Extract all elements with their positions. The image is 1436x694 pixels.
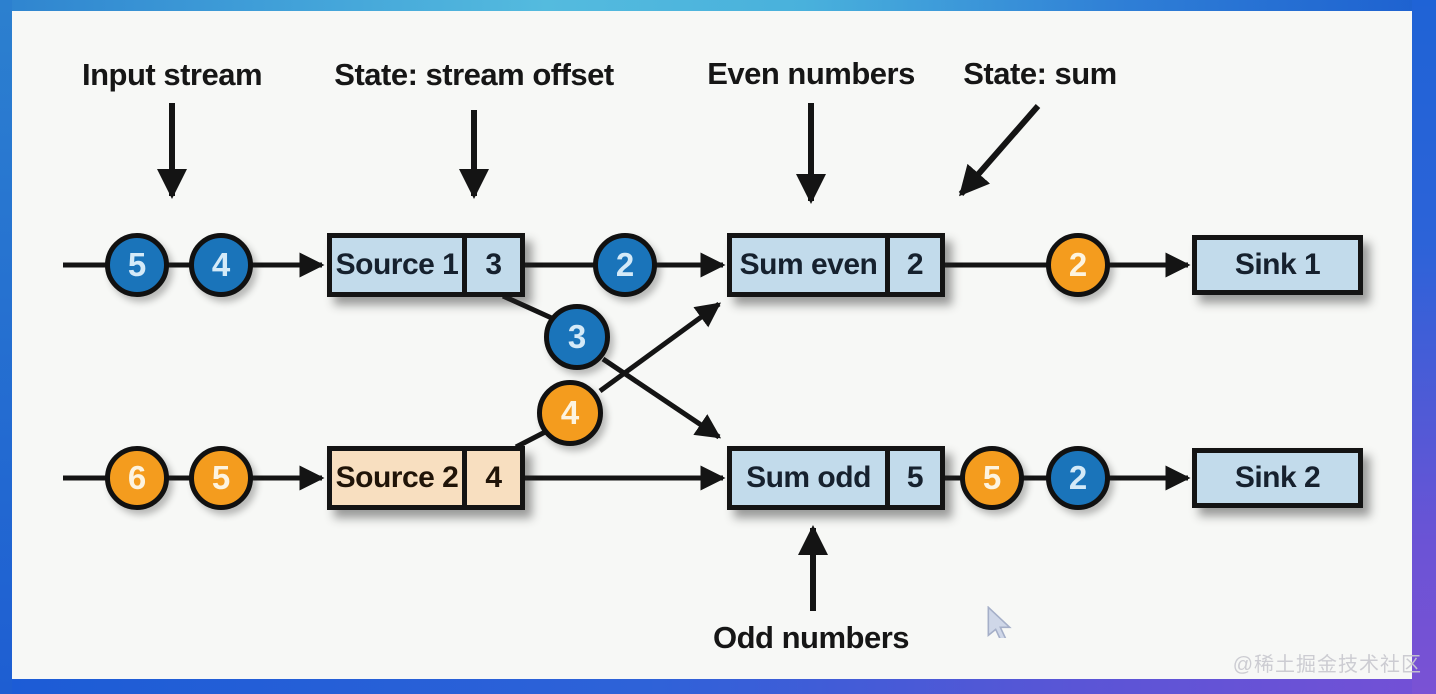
sink1-label: Sink 1 <box>1234 248 1321 281</box>
cross-link <box>501 293 558 323</box>
sum-odd-node: Sum odd 5 <box>727 446 945 510</box>
sink1-node: Sink 1 <box>1192 235 1363 295</box>
source2-state-offset: 4 <box>462 451 520 505</box>
label-odd-numbers: Odd numbers <box>712 620 910 655</box>
sum-even-node: Sum even 2 <box>727 233 945 297</box>
frame-border-bottom <box>0 679 1436 694</box>
label-even-numbers: Even numbers <box>707 56 915 91</box>
token-after-source1: 2 <box>593 233 657 297</box>
sum-odd-label: Sum odd <box>746 461 871 494</box>
source2-node: Source 2 4 <box>327 446 525 510</box>
annotation-arrow-state-sum <box>958 104 1041 197</box>
token-input-bottom-6: 6 <box>105 446 169 510</box>
frame-border-right <box>1412 0 1436 694</box>
token-input-top-4: 4 <box>189 233 253 297</box>
token-cross-odd-3: 3 <box>544 304 610 370</box>
label-input-stream: Input stream <box>81 57 263 92</box>
token-input-top-5: 5 <box>105 233 169 297</box>
label-state-sum: State: sum <box>963 56 1117 91</box>
sink2-label: Sink 2 <box>1234 461 1321 494</box>
token-after-sum-odd-5: 5 <box>960 446 1024 510</box>
frame-border-left <box>0 0 12 694</box>
mouse-cursor-icon <box>987 606 1012 638</box>
sink2-node: Sink 2 <box>1192 448 1363 508</box>
sum-odd-state: 5 <box>885 451 940 505</box>
source1-state-offset: 3 <box>462 238 520 292</box>
watermark-text: @稀土掘金技术社区 <box>1232 654 1422 676</box>
token-after-sum-odd-2: 2 <box>1046 446 1110 510</box>
source2-label: Source 2 <box>335 461 459 494</box>
token-input-bottom-5: 5 <box>189 446 253 510</box>
cross-arrow-to-sum-odd <box>601 356 722 440</box>
label-state-offset: State: stream offset <box>334 57 614 92</box>
sum-even-label: Sum even <box>739 248 878 281</box>
source1-label: Source 1 <box>335 248 459 281</box>
sum-even-state: 2 <box>885 238 940 292</box>
cross-arrow-to-sum-even <box>598 301 722 394</box>
frame-border-top <box>0 0 1436 11</box>
token-after-sum-even: 2 <box>1046 233 1110 297</box>
source1-node: Source 1 3 <box>327 233 525 297</box>
token-cross-even-4: 4 <box>537 380 603 446</box>
